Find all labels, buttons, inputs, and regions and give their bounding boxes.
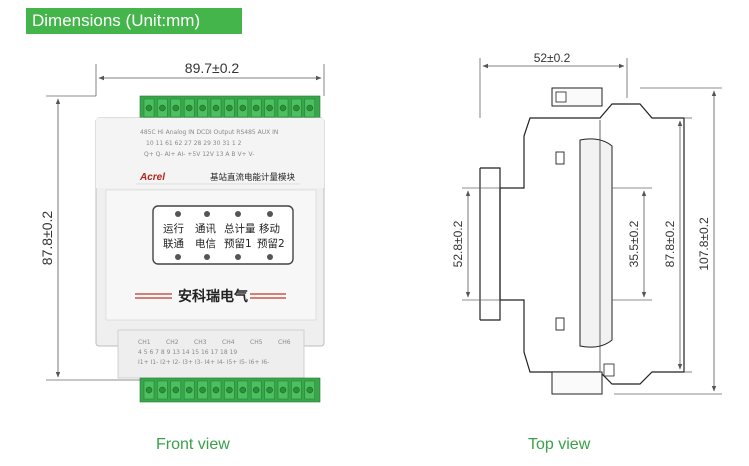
terminal-screw bbox=[306, 386, 314, 394]
top-connector-screw bbox=[555, 91, 567, 103]
latch-upper bbox=[555, 151, 565, 165]
latch-lower bbox=[555, 317, 565, 331]
channel-label: CH3 bbox=[194, 339, 207, 346]
terminal-screw bbox=[212, 386, 220, 394]
terminal-screw bbox=[199, 104, 206, 112]
model-name: 基站直流电能计量模块 bbox=[210, 172, 296, 183]
terminal-screw bbox=[145, 104, 153, 112]
terminal-screw bbox=[252, 386, 260, 394]
terminal-screw bbox=[199, 386, 206, 394]
din-rail-left bbox=[480, 167, 501, 321]
indicator-dot bbox=[204, 211, 210, 217]
indicator-label-run: 运行 bbox=[163, 222, 184, 235]
front-view: 89.7±0.2 87.8±0.2 485C Hi Analog IN DCDI… bbox=[39, 60, 325, 403]
terminal-screw bbox=[172, 104, 180, 112]
indicator-label-telecom: 电信 bbox=[195, 237, 216, 250]
front-height-label: 87.8±0.2 bbox=[39, 211, 55, 266]
indicator-dot bbox=[175, 254, 181, 260]
channel-label: CH6 bbox=[278, 339, 291, 346]
top-labels-row3: Q+ Q- AI+ AI- +5V 12V 13 A B V+ V- bbox=[144, 151, 254, 158]
terminal-screw bbox=[266, 386, 273, 394]
terminal-screw bbox=[293, 104, 300, 112]
top-terminal-screws bbox=[143, 98, 316, 118]
terminal-screw bbox=[306, 104, 314, 112]
terminal-screw bbox=[172, 386, 180, 394]
channel-label: CH2 bbox=[166, 339, 179, 346]
indicator-dots-top bbox=[175, 211, 273, 217]
top-view-caption: Top view bbox=[528, 436, 591, 453]
bottom-connector-latch bbox=[603, 363, 615, 377]
terminal-screw bbox=[279, 386, 287, 394]
channel-label: CH1 bbox=[138, 339, 151, 346]
terminal-screw bbox=[159, 104, 166, 112]
terminal-screw bbox=[252, 104, 260, 112]
indicator-dots-bottom bbox=[175, 254, 273, 260]
acrel-logo: Acrel bbox=[139, 172, 165, 183]
indicator-label-unicom: 联通 bbox=[163, 238, 184, 250]
top-labels-row1: 485C Hi Analog IN DCDI Output RS485 AUX … bbox=[140, 129, 278, 136]
indicator-dot bbox=[175, 211, 181, 217]
dim-52-8-label: 52.8±0.2 bbox=[451, 220, 465, 267]
indicator-panel bbox=[152, 205, 294, 265]
terminal-screw bbox=[239, 104, 247, 112]
front-housing-lower bbox=[117, 329, 305, 379]
dim-107-8-label: 107.8±0.2 bbox=[697, 217, 711, 271]
indicator-label-comm: 通讯 bbox=[195, 222, 216, 235]
bottom-labels-row2: I1+ I1- I2+ I2- I3+ I3- I4+ I4- I5+ I5- … bbox=[138, 359, 269, 366]
channel-label: CH5 bbox=[250, 339, 263, 346]
indicator-dot bbox=[235, 211, 241, 217]
indicator-dot bbox=[204, 254, 210, 260]
terminal-screw bbox=[212, 104, 220, 112]
indicator-label-total: 总计量 bbox=[224, 222, 256, 235]
terminal-screw bbox=[185, 386, 193, 394]
top-width-label: 52±0.2 bbox=[534, 51, 571, 65]
bottom-labels-row1: 4 5 6 7 8 9 13 14 15 16 17 18 19 bbox=[138, 349, 237, 356]
page-title-banner: Dimensions (Unit:mm) bbox=[26, 8, 242, 34]
channel-label: CH4 bbox=[222, 339, 235, 346]
indicator-label-reserved2: 预留2 bbox=[257, 237, 285, 250]
terminal-screw bbox=[266, 104, 273, 112]
bottom-terminal-screws bbox=[143, 380, 316, 400]
indicator-dot bbox=[267, 211, 273, 217]
indicator-label-reserved1: 预留1 bbox=[224, 237, 252, 250]
indicator-label-mobile: 移动 bbox=[259, 222, 280, 235]
top-view: 52±0.2 52.8±0.2 35.5±0.2 87.8±0.2 107.8±… bbox=[451, 51, 722, 395]
bottom-connector bbox=[551, 371, 603, 395]
terminal-screw bbox=[279, 104, 287, 112]
dim-35-5-label: 35.5±0.2 bbox=[627, 220, 641, 267]
front-cover-profile bbox=[579, 138, 613, 348]
channel-labels: CH1 CH2 CH3 CH4 CH5 CH6 bbox=[138, 339, 291, 346]
terminal-screw bbox=[293, 386, 300, 394]
terminal-screw bbox=[185, 104, 193, 112]
indicator-dot bbox=[235, 254, 241, 260]
terminal-screw bbox=[159, 386, 166, 394]
brand-name: 安科瑞电气 bbox=[178, 288, 248, 305]
dim-87-8-label: 87.8±0.2 bbox=[663, 220, 677, 267]
terminal-screw bbox=[145, 386, 153, 394]
terminal-screw bbox=[226, 386, 233, 394]
indicator-dot bbox=[267, 254, 273, 260]
front-view-caption: Front view bbox=[156, 436, 230, 453]
top-labels-row2: 10 11 61 62 27 28 29 30 31 1 2 bbox=[146, 140, 242, 147]
terminal-screw bbox=[239, 386, 247, 394]
front-width-label: 89.7±0.2 bbox=[185, 60, 240, 76]
terminal-screw bbox=[226, 104, 233, 112]
front-housing-upper bbox=[96, 118, 324, 188]
